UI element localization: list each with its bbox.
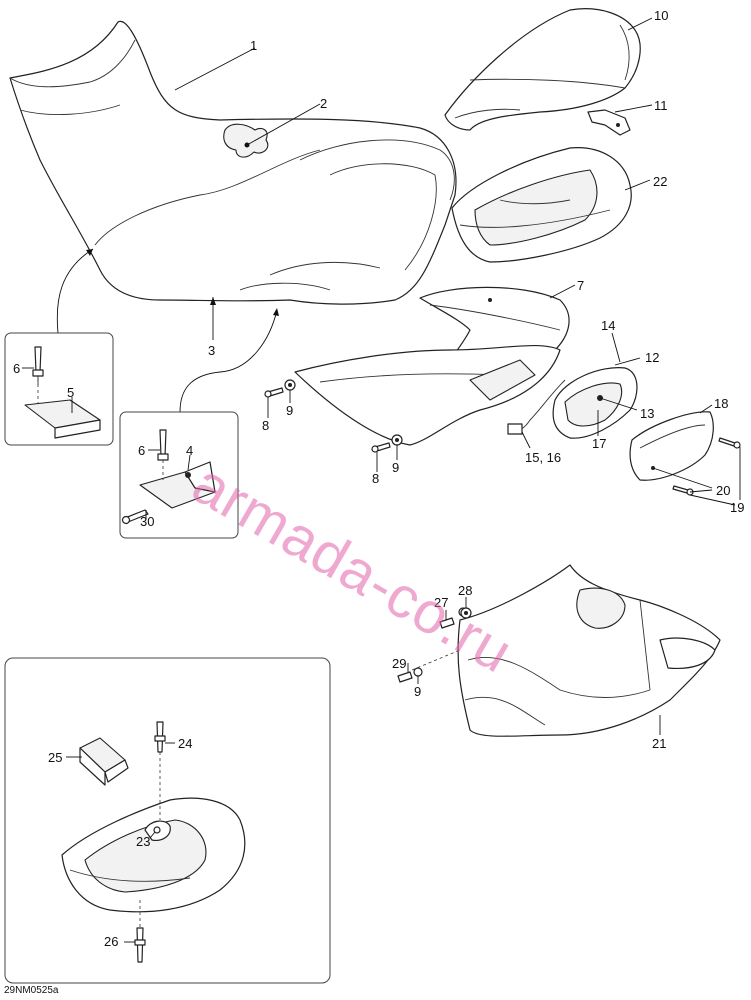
fastener-8-9-lower	[371, 434, 403, 453]
callout-11: 11	[654, 98, 668, 113]
cover-10	[444, 8, 641, 131]
fastener-8-9-upper	[264, 379, 296, 398]
figure-code: 29NM0525a	[4, 985, 59, 996]
screws-19-20	[672, 437, 741, 496]
taillight-assembly	[507, 367, 638, 439]
callout-3: 3	[208, 343, 215, 358]
side-panel	[294, 344, 561, 446]
callout-5: 5	[67, 385, 74, 400]
seat-assembly	[9, 20, 457, 305]
bracket-4-drawing	[121, 429, 216, 525]
callout-22: 22	[653, 174, 667, 189]
pin-26	[134, 900, 146, 963]
callout-12: 12	[645, 350, 659, 365]
callout-1: 1	[250, 38, 257, 53]
callout-14: 14	[601, 318, 615, 333]
callout-8a: 8	[262, 418, 269, 433]
callout-20: 20	[716, 483, 730, 498]
callout-15-16: 15, 16	[525, 450, 561, 465]
callout-26: 26	[104, 934, 118, 949]
callout-25: 25	[48, 750, 62, 765]
fasteners-27-28-29	[397, 607, 472, 683]
callout-2: 2	[320, 96, 327, 111]
callout-19: 19	[730, 500, 744, 515]
callout-6a: 6	[13, 361, 20, 376]
callout-17: 17	[592, 436, 606, 451]
pin-24	[154, 721, 166, 820]
bracket-25	[79, 737, 129, 786]
callout-10: 10	[654, 8, 668, 23]
callout-30: 30	[140, 514, 154, 529]
callout-28: 28	[458, 583, 472, 598]
callout-7: 7	[577, 278, 584, 293]
tray-23-drawing	[61, 797, 246, 913]
callout-6b: 6	[138, 443, 145, 458]
bracket-5-drawing	[24, 346, 101, 439]
callout-9c: 9	[414, 684, 421, 699]
callout-18: 18	[714, 396, 728, 411]
rear-fairing-21	[457, 564, 721, 737]
callout-13: 13	[640, 406, 654, 421]
lens-18	[629, 411, 714, 481]
callout-29: 29	[392, 656, 406, 671]
callout-4: 4	[186, 443, 193, 458]
callout-24: 24	[178, 736, 192, 751]
callout-9b: 9	[392, 460, 399, 475]
storage-tray-22	[451, 147, 632, 263]
callout-21: 21	[652, 736, 666, 751]
callout-23: 23	[136, 834, 150, 849]
callout-27: 27	[434, 595, 448, 610]
callout-9a: 9	[286, 403, 293, 418]
latch-11	[587, 109, 631, 136]
callout-8b: 8	[372, 471, 379, 486]
